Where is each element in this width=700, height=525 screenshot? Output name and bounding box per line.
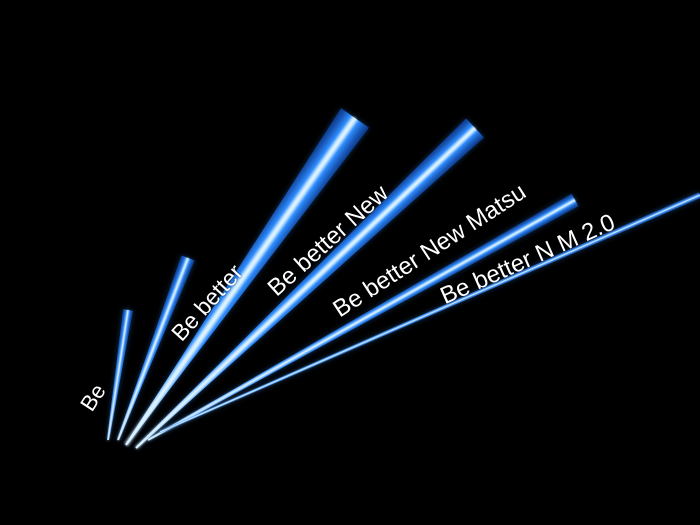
beam-core	[124, 116, 357, 447]
beam-core	[147, 199, 576, 441]
beam-core	[159, 194, 700, 433]
beam-core	[117, 257, 189, 441]
beam-core	[107, 309, 129, 441]
beam-core	[134, 126, 477, 450]
